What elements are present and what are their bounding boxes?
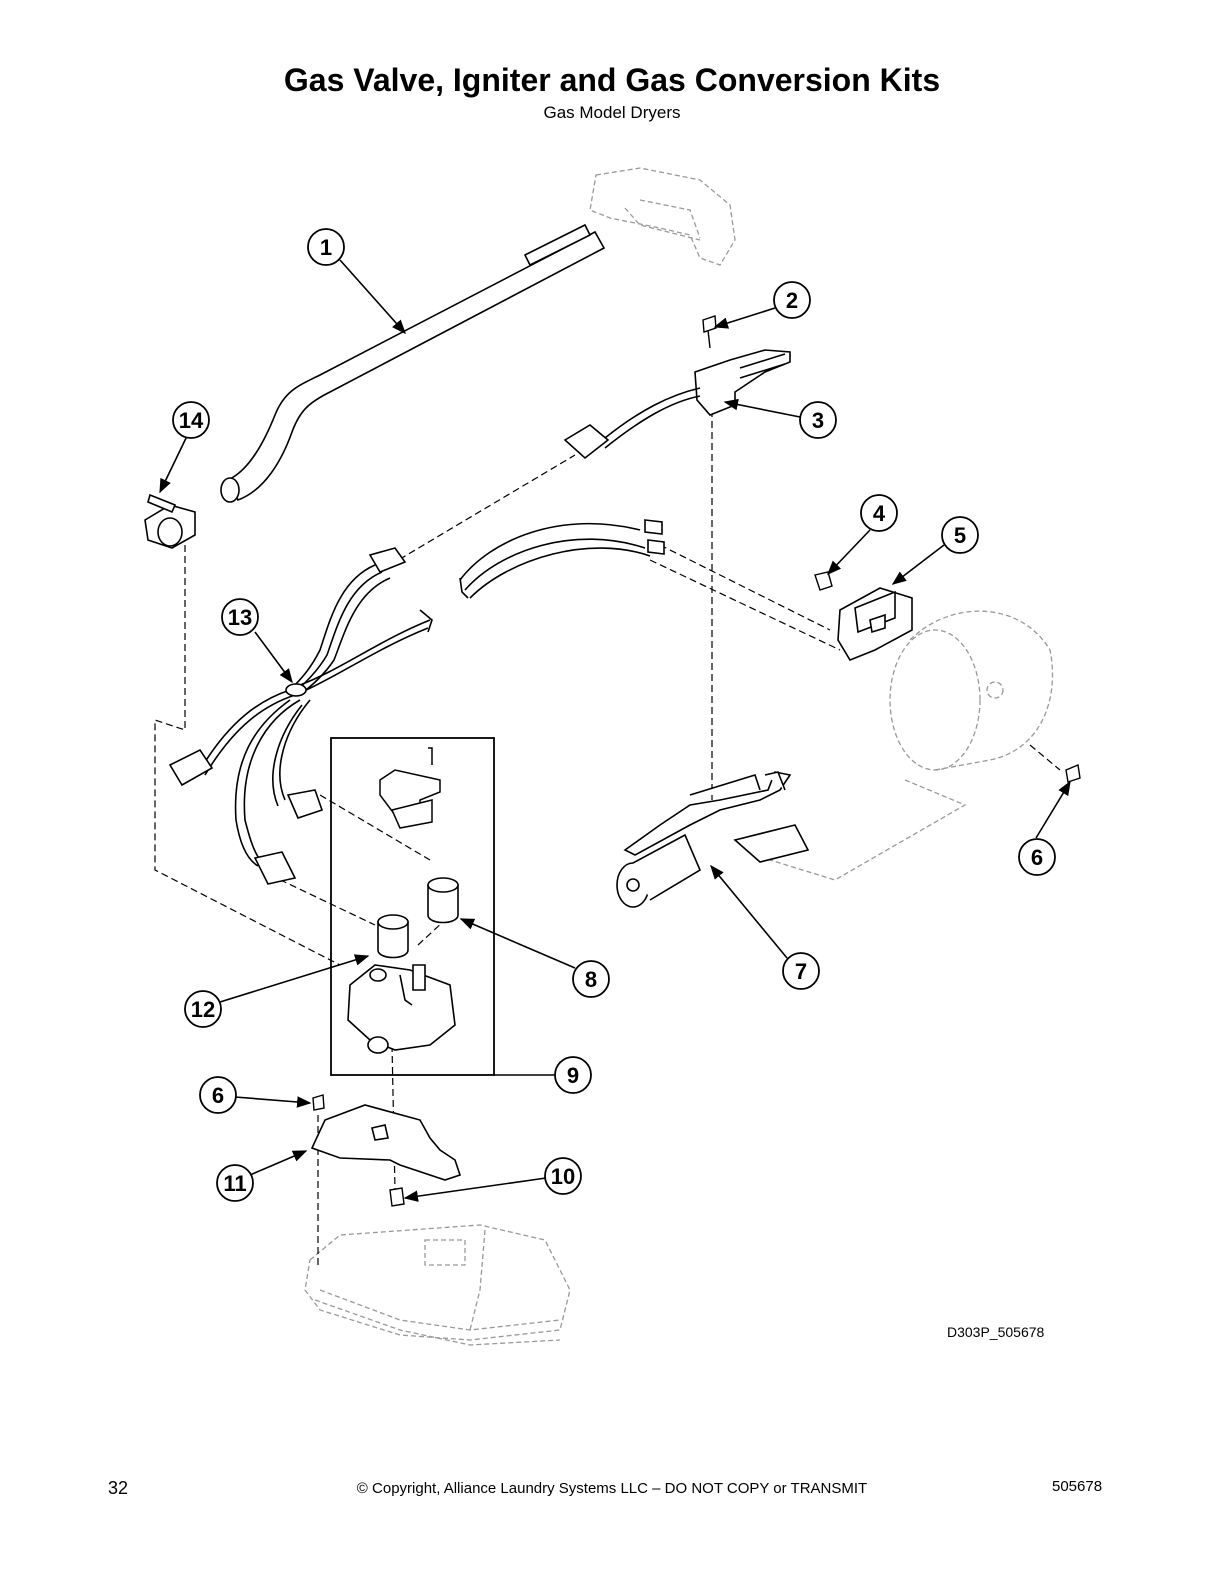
page-title: Gas Valve, Igniter and Gas Conversion Ki… xyxy=(283,62,941,98)
callout-label-3: 3 xyxy=(812,408,824,433)
callout-labels: 1 2 3 4 5 6 6 7 8 9 10 11 12 13 14 xyxy=(179,235,1043,1196)
document-number: 505678 xyxy=(1052,1478,1103,1495)
copyright-notice: © Copyright, Alliance Laundry Systems LL… xyxy=(356,1480,868,1497)
figure-id: D303P_505678 xyxy=(947,1324,1045,1340)
callout-2 xyxy=(773,281,811,319)
callout-circles xyxy=(172,228,1056,1202)
callout-5 xyxy=(941,516,979,554)
callout-3 xyxy=(799,401,837,439)
callout-label-6a: 6 xyxy=(212,1083,224,1108)
screw-2 xyxy=(702,315,717,349)
callout-4 xyxy=(860,494,898,532)
callout-12 xyxy=(184,990,222,1028)
gas-valve-kit-box xyxy=(330,737,495,1076)
ghost-base-plate xyxy=(304,1224,571,1346)
igniter-bracket xyxy=(837,587,913,661)
ghost-burner-housing xyxy=(769,610,1054,881)
harness-connectors xyxy=(168,519,665,885)
screw-6-right xyxy=(1065,764,1081,783)
wire-harness xyxy=(199,522,651,867)
callout-8 xyxy=(572,960,610,998)
page-number: 32 xyxy=(108,1478,129,1498)
callout-label-5: 5 xyxy=(954,523,966,548)
coil-bracket xyxy=(379,747,441,829)
callout-1 xyxy=(307,228,345,266)
callout-label-11: 11 xyxy=(223,1171,246,1196)
callout-6b xyxy=(1018,838,1056,876)
callout-7 xyxy=(782,952,820,990)
callout-label-4: 4 xyxy=(873,501,886,526)
shutoff-fitting xyxy=(144,493,196,549)
callout-label-13: 13 xyxy=(228,605,252,630)
gas-valve-body xyxy=(347,964,456,1054)
solenoid-coil-12 xyxy=(377,914,409,959)
callout-label-7: 7 xyxy=(795,959,807,984)
screw-6-left xyxy=(312,1094,325,1111)
callout-label-6b: 6 xyxy=(1031,845,1043,870)
ghost-dryer-bracket xyxy=(589,167,736,266)
assembly-dash-lines xyxy=(154,410,1061,1265)
callout-10 xyxy=(544,1157,582,1195)
gas-pipe xyxy=(220,223,606,503)
solenoid-coil-8 xyxy=(427,877,459,924)
callout-label-1: 1 xyxy=(320,235,332,260)
callout-13 xyxy=(221,598,259,636)
callout-label-8: 8 xyxy=(585,967,597,992)
callout-label-14: 14 xyxy=(179,408,204,433)
callout-label-12: 12 xyxy=(191,997,215,1022)
igniter xyxy=(563,349,791,460)
callout-label-9: 9 xyxy=(567,1063,579,1088)
callout-6a xyxy=(199,1076,237,1114)
screw-4 xyxy=(814,571,833,591)
callout-label-10: 10 xyxy=(551,1164,575,1189)
burner-tube xyxy=(616,771,810,908)
screw-10 xyxy=(389,1187,405,1207)
callout-14 xyxy=(172,401,210,439)
valve-mounting-plate xyxy=(310,1104,462,1181)
callout-9 xyxy=(554,1056,592,1094)
page-subtitle: Gas Model Dryers xyxy=(543,103,681,122)
callout-leaders xyxy=(159,259,1071,1202)
callout-label-2: 2 xyxy=(786,288,798,313)
callout-11 xyxy=(216,1164,254,1202)
